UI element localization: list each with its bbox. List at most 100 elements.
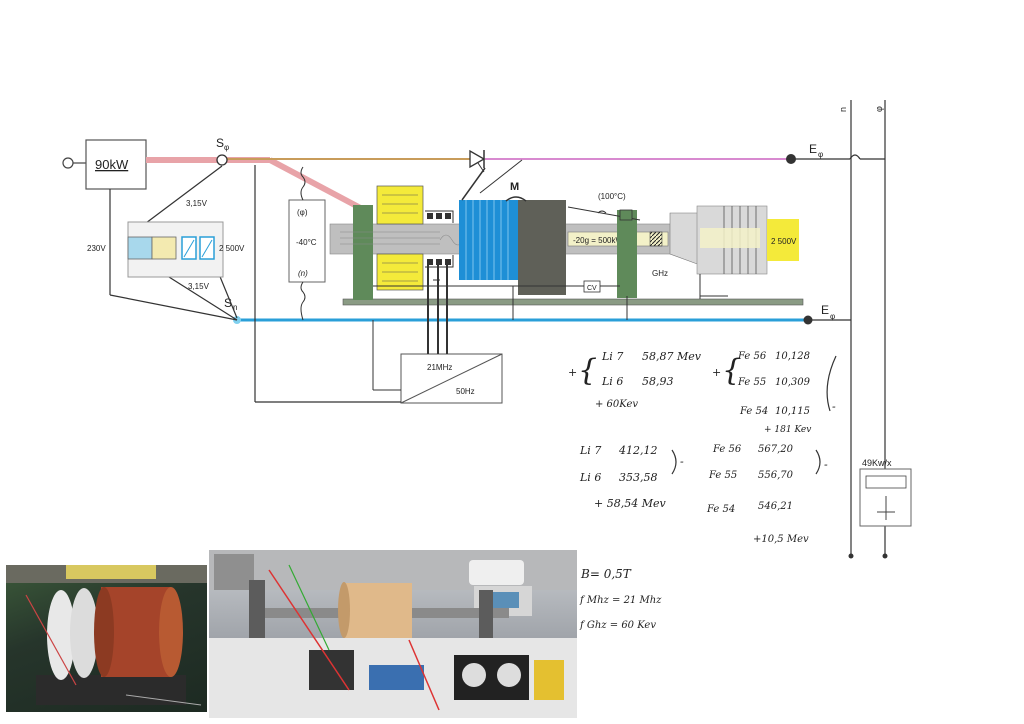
e-phi-top-subscript: φ [818,150,823,159]
hz50-label: 50Hz [456,387,475,396]
m-label: M [510,181,519,193]
input-terminal [62,157,74,169]
wire [300,166,306,201]
thyristor-icon [469,149,486,173]
coil-photo-illustration [6,565,207,706]
meter-display [865,475,907,489]
note-fe-diff: + 181 Kev [764,425,811,435]
bus-phi-label: φ [874,106,884,112]
coil-arrows [382,194,418,282]
bracket-1 [826,355,837,412]
wire [479,159,523,194]
coil-top [376,185,424,225]
wire [461,167,486,201]
n-box-label: (n) [298,269,308,278]
cv-label: CV [587,285,597,292]
note-fe54-val: 10,115 [775,406,810,417]
note-li-sum: + 58,54 Mev [594,497,666,510]
note-li7b-val: 412,12 [618,444,658,457]
e-phi-bottom-node [803,315,813,325]
s-phi-node [216,154,228,166]
photo-coil [6,565,207,712]
photo-lab-setup [209,550,577,718]
note-fe56: Fe 56 [737,351,767,362]
thermal-icon [597,210,607,214]
note-fe56b-val: 567,20 [758,444,794,455]
rf-feed [427,262,448,354]
v315-bottom-label: 3,15V [188,282,210,291]
note-li7-val: 58,87 Mev [642,350,702,363]
cv-box [583,280,601,293]
cavity-core [700,228,760,248]
note-minus-3: - [824,458,828,471]
brace-2: { [722,353,741,388]
note-f-ghz: f Ghz = 60 Kev [579,620,656,631]
phi-box-label: (φ) [297,208,308,217]
note-fe54: Fe 54 [739,406,768,417]
e-phi-top-node [786,154,796,164]
ghz-label: GHz [652,269,668,278]
note-fe55b: Fe 55 [708,470,737,481]
magnet-handle [505,196,527,202]
v2500-left-label: 2 500V [219,244,245,253]
v230-label: 230V [87,244,106,253]
power-box [85,139,147,190]
s-phi-subscript: φ [224,143,229,152]
mhz21-label: 21MHz [427,363,452,372]
note-fe54b: Fe 54 [706,504,735,515]
c100-label: (100°C) [598,192,626,201]
bus-n-label: n [838,107,848,112]
s-phi-label: S [216,136,224,150]
base-plate [342,298,804,306]
note-minus-2: - [680,455,684,468]
horn [669,212,701,266]
note-fe56b: Fe 56 [712,444,742,455]
target-hatch [649,231,663,247]
s-n-label: S [224,296,232,310]
e-phi-bottom-label: E [821,303,829,317]
bus-n-end [848,553,854,559]
note-b-field: B= 0,5T [580,567,632,581]
note-fe-sum: +10,5 Mev [753,534,809,545]
support-left [353,205,373,300]
power-supply-diagonal [400,353,503,404]
phase-line-pink-diagonal [268,157,370,215]
note-fe55b-val: 556,70 [758,470,794,481]
note-plus-1: + [568,366,577,379]
note-f-mhz: f Mhz = 21 Mhz [579,595,662,606]
meter-label: 49Kw/x [862,458,892,468]
bracket-2 [671,449,677,475]
note-fe55: Fe 55 [737,377,766,388]
brace-1: { [578,353,597,388]
v2500-right-label: 2 500V [771,237,797,246]
output-block [767,219,799,261]
note-li7: Li 7 [601,350,623,363]
support-right [617,210,637,298]
note-li7b: Li 7 [579,444,601,457]
g-power-label: -20g = 500kW [573,236,623,245]
bracket-3 [815,449,821,475]
note-fe54b-val: 546,21 [758,501,793,512]
magnet-yoke [518,200,566,295]
note-fe56-val: 10,128 [775,351,810,362]
blue-magnet-lines [465,200,509,280]
note-li-diff: + 60Kev [595,399,638,410]
cooling-box [288,199,326,283]
minus40-label: -40°C [296,238,317,247]
note-li6: Li 6 [601,375,623,388]
s-n-subscript: n [233,303,237,312]
thermal-sensor [619,209,633,221]
bus-phi-end [882,553,888,559]
wire [109,294,238,321]
e-phi-top-label: E [809,142,817,156]
wire [300,281,306,321]
blue-magnet [459,200,518,280]
power-box-label: 90kW [95,157,129,172]
lab-photo-illustration [209,550,577,718]
e-phi-bottom-subscript: φ [830,312,835,321]
note-li6b-val: 353,58 [619,471,658,484]
note-li6-val: 58,93 [642,375,674,388]
note-li6b: Li 6 [579,471,601,484]
note-minus-1: - [832,400,836,413]
